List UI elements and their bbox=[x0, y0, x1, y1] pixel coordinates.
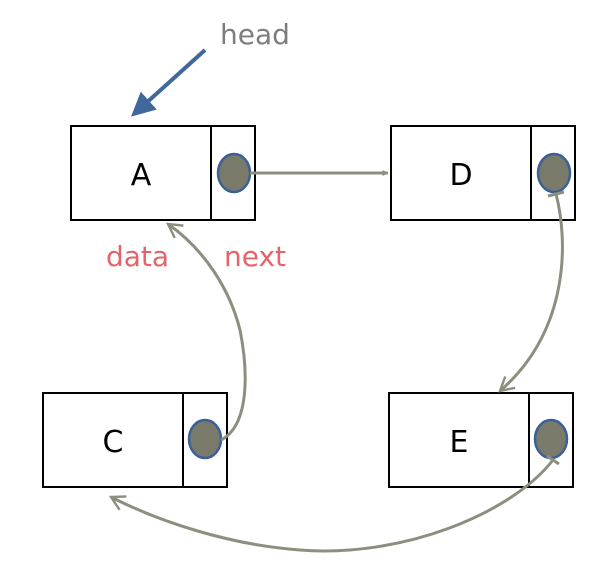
node-a: A bbox=[70, 125, 256, 221]
e-pointer-tail-tick bbox=[546, 454, 560, 466]
link-e-to-c-arrow bbox=[108, 459, 555, 553]
node-a-label: A bbox=[131, 158, 152, 193]
d-pointer-tail-tick bbox=[547, 190, 565, 198]
data-field-label: data bbox=[106, 240, 169, 273]
node-c: C bbox=[42, 392, 228, 488]
link-c-to-a-arrow bbox=[165, 222, 247, 442]
node-c-next-pointer-dot bbox=[187, 418, 223, 460]
node-d: D bbox=[390, 125, 576, 221]
node-d-label: D bbox=[449, 158, 472, 193]
next-field-label: next bbox=[224, 240, 286, 273]
node-e-label: E bbox=[450, 425, 469, 460]
head-label: head bbox=[220, 18, 290, 51]
node-e: E bbox=[388, 392, 574, 488]
head-pointer-arrow bbox=[131, 48, 207, 117]
link-d-to-e-arrow bbox=[498, 193, 564, 393]
node-e-next-pointer-dot bbox=[533, 418, 569, 460]
node-d-next-pointer-dot bbox=[536, 152, 572, 194]
node-a-next-pointer-dot bbox=[216, 152, 252, 194]
node-c-label: C bbox=[103, 425, 124, 460]
